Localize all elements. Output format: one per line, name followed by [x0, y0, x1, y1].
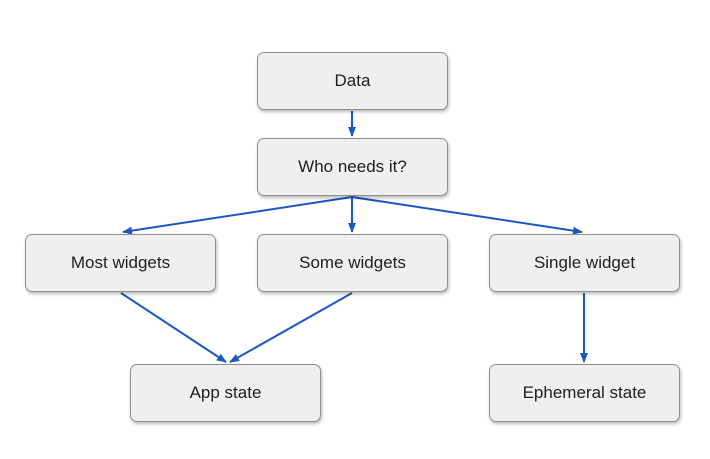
node-most-widgets-label: Most widgets: [70, 253, 171, 272]
node-app-state: App state: [130, 364, 321, 422]
node-app-state-label: App state: [189, 383, 262, 402]
node-single-widget: Single widget: [489, 234, 680, 292]
node-some-widgets-label: Some widgets: [299, 253, 406, 272]
arrow-who-needs-it-to-single-widget: [351, 196, 583, 235]
arrow-some-widgets-to-app-state: [229, 292, 353, 363]
node-who-needs-it: Who needs it?: [257, 138, 448, 196]
arrow-most-widgets-to-app-state: [120, 292, 227, 363]
node-most-widgets: Most widgets: [25, 234, 216, 292]
node-who-needs-it-label: Who needs it?: [298, 157, 407, 176]
node-data-label: Data: [334, 71, 371, 90]
node-ephemeral-state: Ephemeral state: [489, 364, 680, 422]
node-some-widgets: Some widgets: [257, 234, 448, 292]
node-data: Data: [257, 52, 448, 110]
node-single-widget-label: Single widget: [533, 253, 636, 272]
arrow-who-needs-it-to-most-widgets: [122, 196, 353, 235]
node-ephemeral-state-label: Ephemeral state: [522, 383, 647, 402]
